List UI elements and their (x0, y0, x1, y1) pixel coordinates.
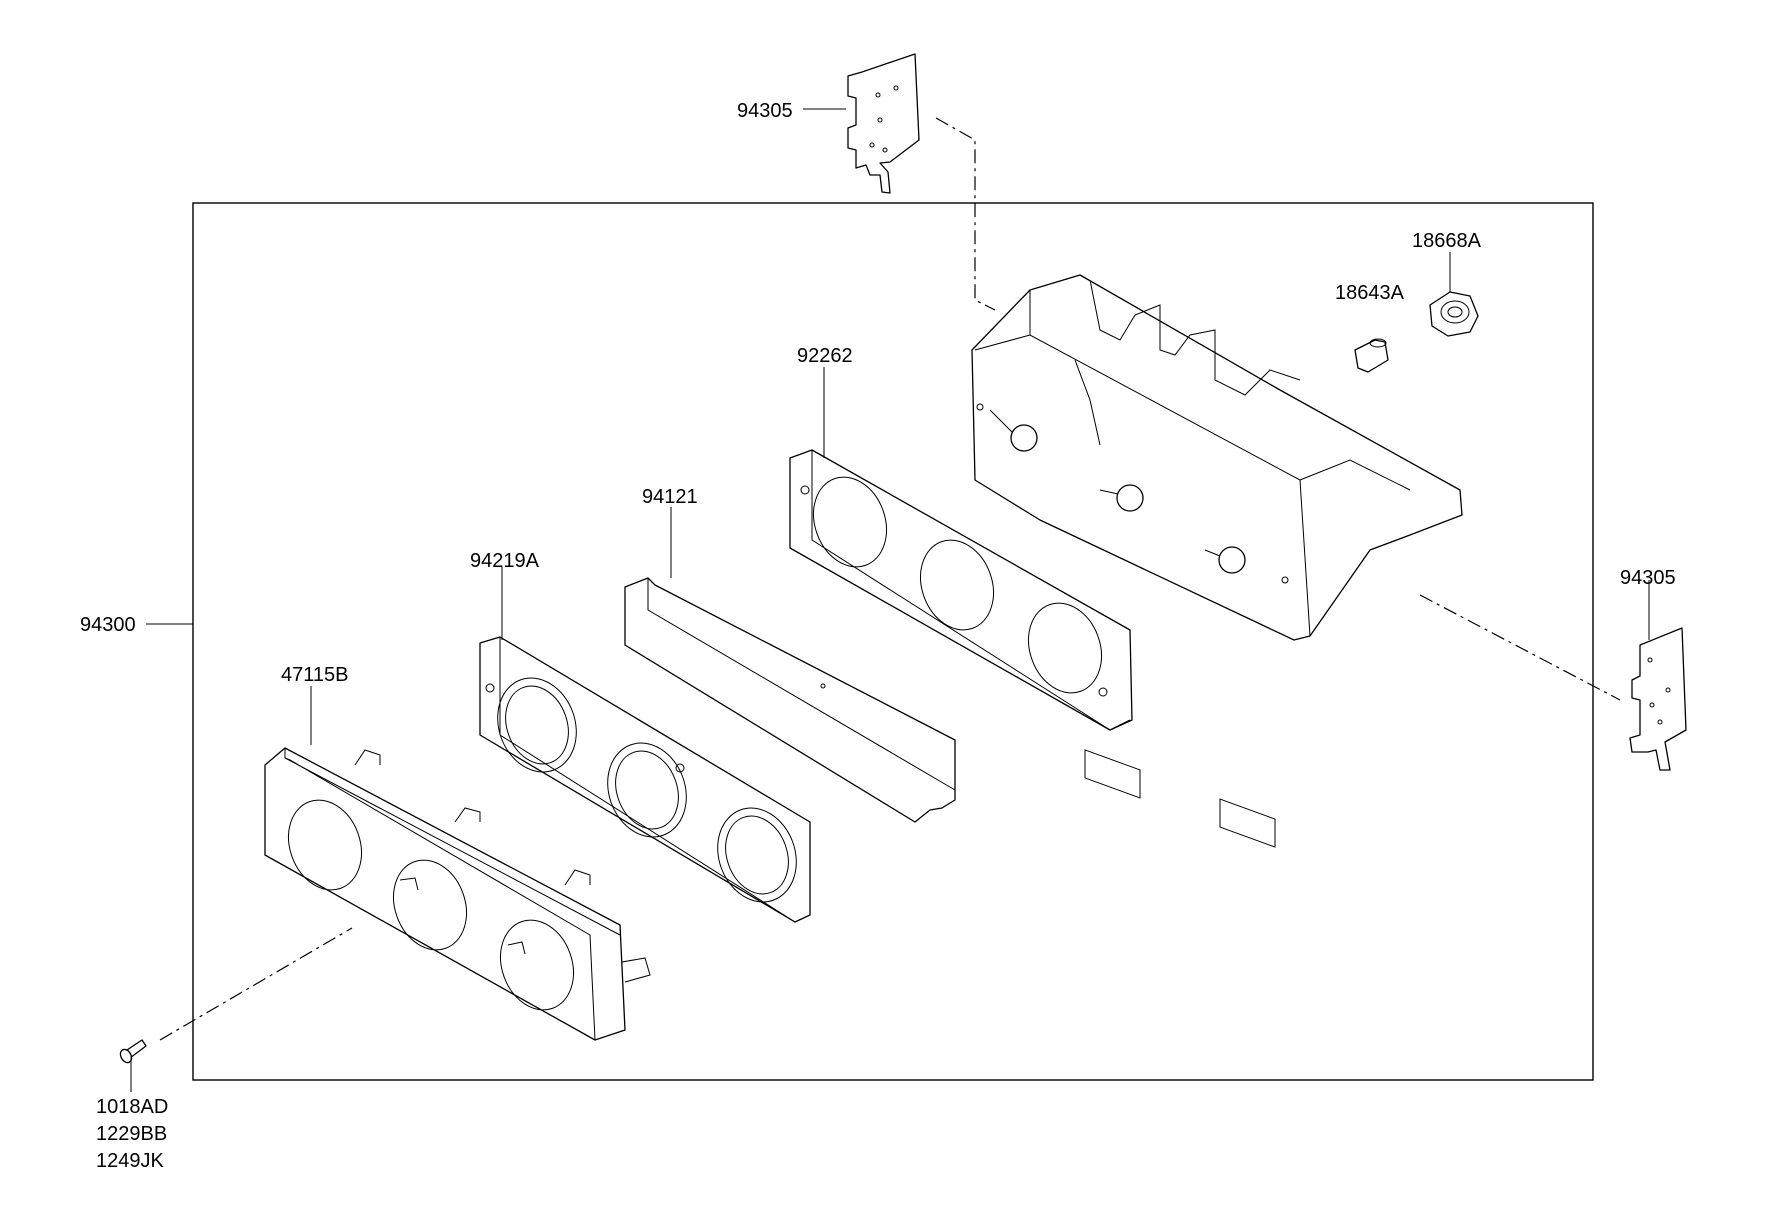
label-screw-code: 1249JK (96, 1150, 164, 1172)
label-bezel-ring: 94219A (470, 550, 540, 572)
label-screw-codes: 1018AD 1229BB 1249JK (96, 1096, 168, 1172)
label-gasket: 94121 (642, 486, 698, 508)
label-lamp-socket: 18668A (1412, 230, 1482, 252)
garnish-part (264, 747, 651, 1041)
control-assembly-body (971, 274, 1463, 848)
label-bracket-right: 94305 (1620, 567, 1676, 589)
lamp-bulb-part (1354, 338, 1389, 373)
label-screw-code: 1018AD (96, 1096, 168, 1118)
lamp-socket-part (1429, 291, 1479, 337)
bracket-right-part (1629, 627, 1687, 771)
gasket-part (624, 577, 956, 823)
label-face-plate: 92262 (797, 345, 853, 367)
label-bracket-top: 94305 (737, 100, 793, 122)
label-screw-code: 1229BB (96, 1123, 167, 1145)
label-control-assembly: 94300 (80, 614, 136, 636)
face-plate-part (789, 449, 1133, 731)
bracket-top-part (847, 53, 920, 194)
label-garnish: 47115B (281, 664, 348, 686)
screw-part (119, 1039, 147, 1092)
bezel-ring-part (479, 636, 811, 923)
label-lamp-bulb: 18643A (1335, 282, 1405, 304)
assembly-boundary-box (192, 202, 1594, 1081)
